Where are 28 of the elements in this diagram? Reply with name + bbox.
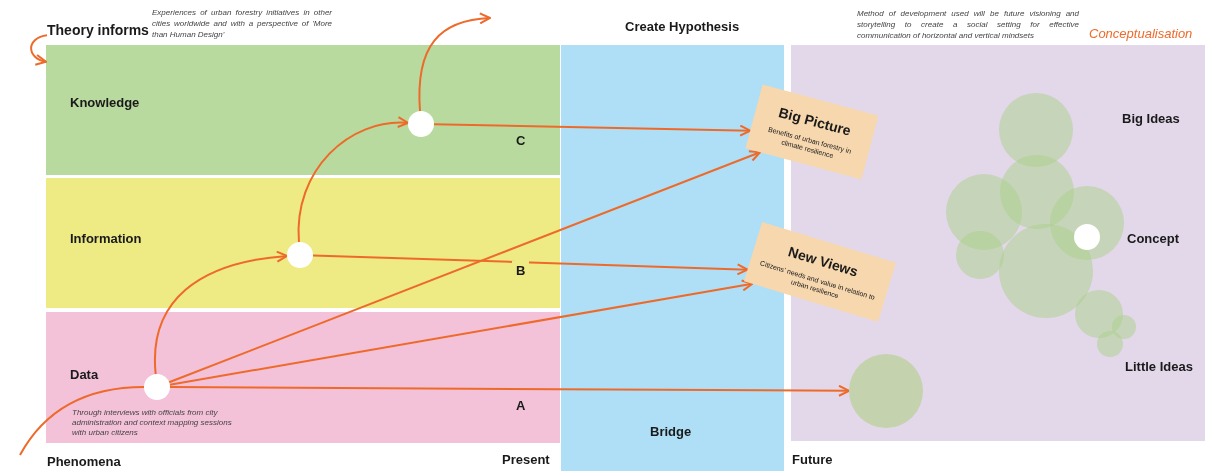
axis-label: Future bbox=[792, 451, 833, 469]
panel-label: Big Ideas bbox=[1122, 110, 1180, 128]
band-title: Information bbox=[70, 230, 142, 248]
arrow bbox=[168, 150, 761, 384]
arrow bbox=[433, 123, 752, 137]
arrow bbox=[418, 12, 491, 113]
axis-label: Present bbox=[502, 451, 550, 469]
panel-label: Concept bbox=[1127, 230, 1179, 248]
arrow bbox=[169, 384, 850, 397]
knowledge-band bbox=[46, 45, 560, 175]
arrow bbox=[312, 254, 749, 276]
note-text: Experiences of urban forestry initiatives in other cities worldwide and with a perspective of 'More than Human Design' bbox=[152, 7, 332, 40]
information-band bbox=[46, 178, 560, 308]
heading-text: Theory informs bbox=[47, 21, 149, 40]
arrow bbox=[154, 250, 289, 376]
stage-label: Conceptualisation bbox=[1089, 25, 1193, 43]
panel-label: Little Ideas bbox=[1125, 358, 1193, 376]
band-title: Knowledge bbox=[70, 94, 140, 112]
column-label: Bridge bbox=[650, 423, 692, 441]
note-text: Method of development used will be future visioning and storytelling to create a social setting for effective communication of horizontal and vertical mindsets bbox=[857, 8, 1079, 41]
arrow bbox=[168, 279, 754, 386]
arrow bbox=[30, 34, 48, 65]
column-heading: Create Hypothesis bbox=[625, 18, 740, 36]
band-title: Data bbox=[70, 366, 99, 384]
arrow bbox=[297, 116, 410, 244]
data-band bbox=[46, 312, 560, 443]
band-note: Through interviews with officials from city administration and context mapping sessions with urban citizens bbox=[72, 408, 233, 438]
axis-label: Phenomena bbox=[47, 453, 121, 471]
